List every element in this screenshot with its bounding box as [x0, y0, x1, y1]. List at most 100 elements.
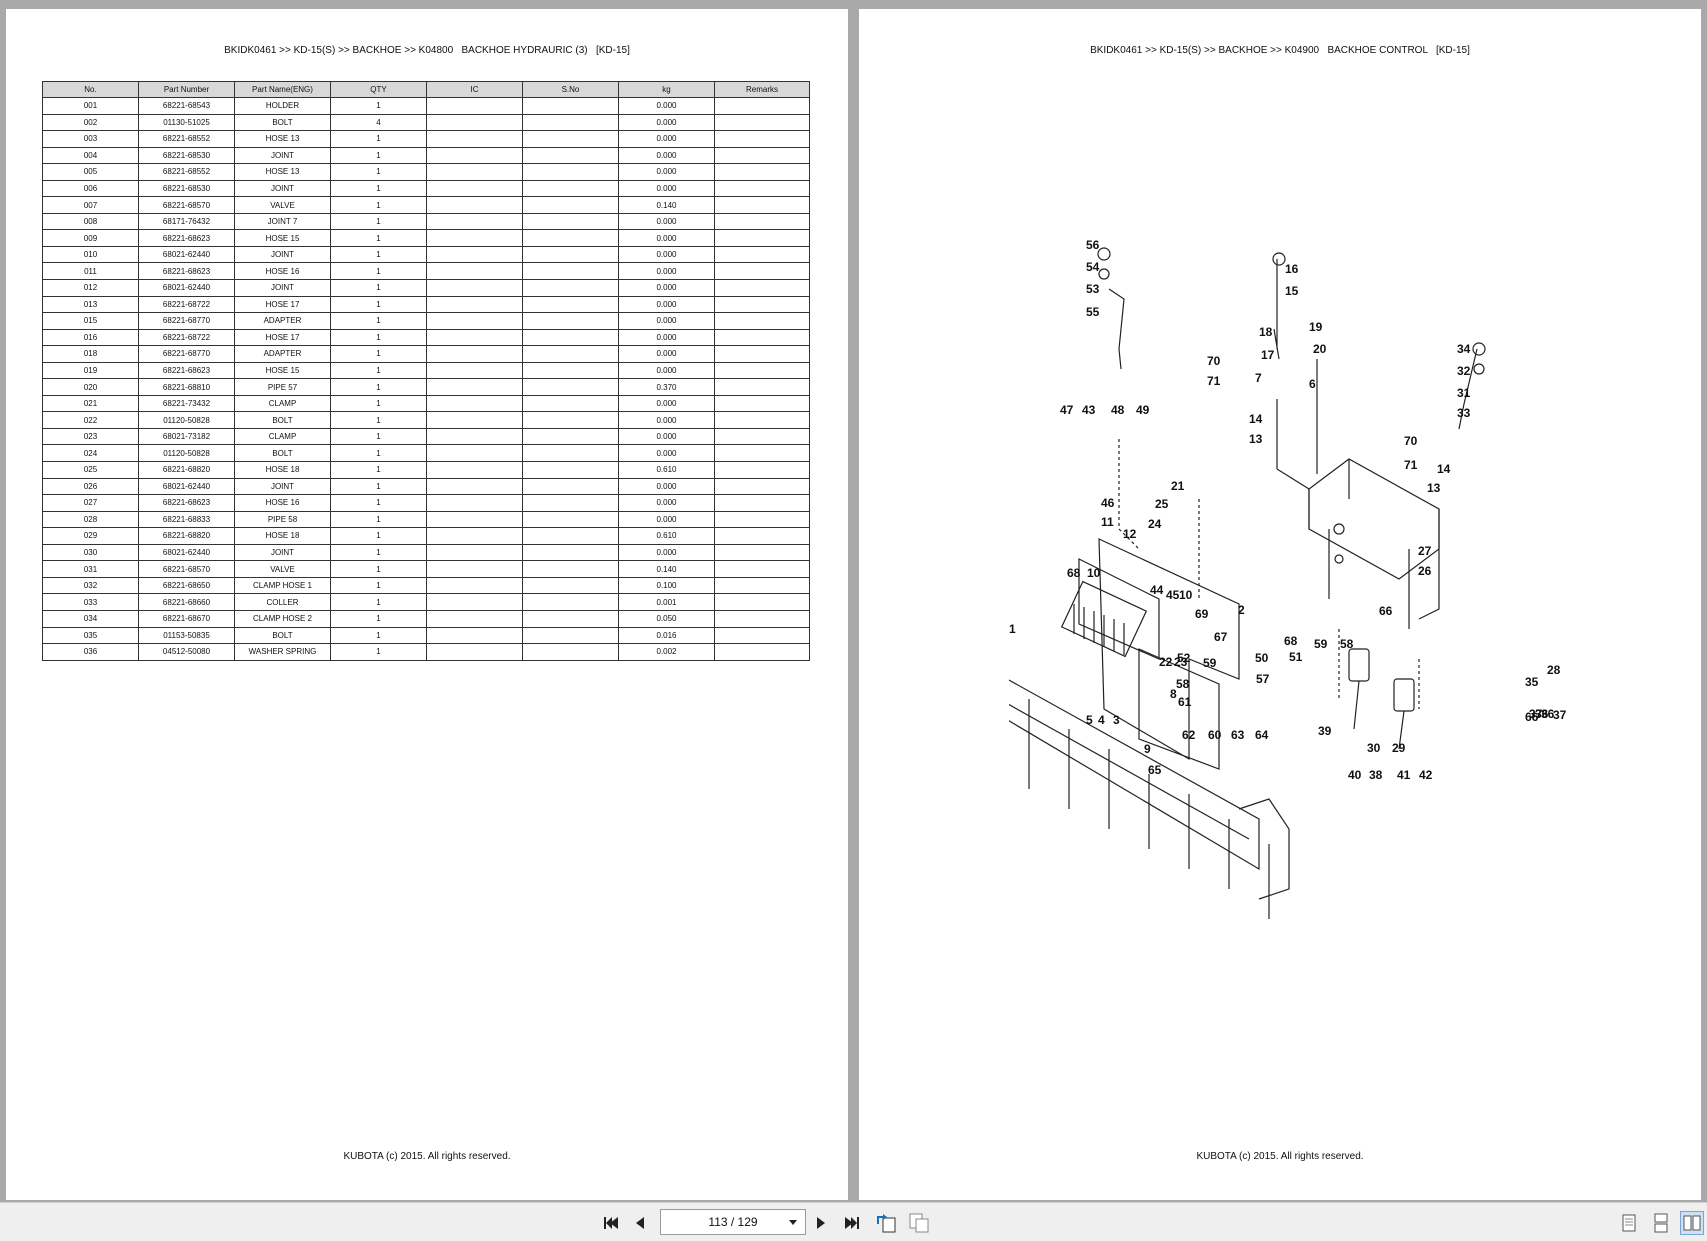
table-cell — [714, 113, 810, 132]
next-page-button[interactable] — [809, 1211, 833, 1235]
table-cell — [522, 576, 619, 595]
part-callout: 22 — [1159, 655, 1173, 669]
fit-page-button[interactable] — [907, 1211, 931, 1235]
table-cell: 1 — [330, 262, 427, 281]
table-cell: 033 — [42, 593, 139, 611]
table-cell — [426, 643, 523, 661]
viewer-toolbar: 113 / 129 — [0, 1202, 1707, 1241]
table-cell: CLAMP — [234, 427, 331, 446]
table-cell: 0.000 — [618, 295, 715, 314]
table-cell — [714, 477, 810, 496]
continuous-view-icon — [1654, 1213, 1668, 1233]
table-cell — [426, 279, 523, 297]
table-cell: 022 — [42, 411, 139, 429]
table-cell — [522, 262, 619, 281]
chevron-down-icon[interactable] — [789, 1220, 797, 1225]
last-page-button[interactable] — [840, 1211, 864, 1235]
part-callout: 41 — [1397, 768, 1411, 782]
table-cell: JOINT — [234, 146, 331, 165]
table-cell: 68021-62440 — [138, 477, 235, 496]
table-cell: 1 — [330, 229, 427, 247]
table-cell — [522, 444, 619, 463]
part-callout: 68 — [1284, 634, 1298, 648]
table-cell: HOSE 17 — [234, 328, 331, 347]
table-cell: 0.002 — [618, 643, 715, 661]
table-cell: 0.000 — [618, 444, 715, 463]
rotate-page-button[interactable] — [874, 1211, 898, 1235]
table-cell: 025 — [42, 461, 139, 479]
table-cell — [522, 477, 619, 496]
part-callout: 64 — [1255, 728, 1269, 742]
table-cell: 68021-62440 — [138, 279, 235, 297]
diagram-drawing — [1009, 247, 1486, 919]
page-number-field[interactable]: 113 / 129 — [660, 1209, 806, 1235]
table-cell — [522, 163, 619, 181]
table-cell — [426, 295, 523, 314]
table-cell — [714, 444, 810, 463]
table-cell: JOINT — [234, 245, 331, 264]
table-cell: 1 — [330, 361, 427, 380]
part-callout: 36 — [1535, 707, 1549, 721]
table-cell — [714, 361, 810, 380]
part-callout: 38 — [1369, 768, 1383, 782]
part-callout: 61 — [1178, 695, 1192, 709]
table-cell — [522, 196, 619, 214]
table-cell — [714, 312, 810, 330]
page-indicator: 113 / 129 — [708, 1215, 758, 1229]
table-cell: 0.000 — [618, 361, 715, 380]
table-cell: 006 — [42, 179, 139, 198]
part-callout: 7 — [1255, 371, 1262, 385]
table-cell: 0.000 — [618, 394, 715, 413]
table-cell — [714, 295, 810, 314]
table-cell: 68221-68670 — [138, 609, 235, 628]
table-cell: 68021-62440 — [138, 245, 235, 264]
table-cell — [426, 312, 523, 330]
table-cell — [426, 361, 523, 380]
table-cell — [426, 113, 523, 132]
two-page-view-button[interactable] — [1680, 1211, 1704, 1235]
table-cell — [426, 510, 523, 529]
part-callout: 46 — [1101, 496, 1115, 510]
part-callout: 45 — [1166, 588, 1180, 602]
table-cell: 68221-68660 — [138, 593, 235, 611]
column-header: QTY — [330, 81, 427, 98]
part-callout: 8 — [1170, 687, 1177, 701]
table-cell: PIPE 58 — [234, 510, 331, 529]
table-cell: 1 — [330, 510, 427, 529]
first-page-button[interactable] — [599, 1211, 623, 1235]
continuous-view-button[interactable] — [1649, 1211, 1673, 1235]
table-cell: 1 — [330, 560, 427, 578]
table-cell: CLAMP HOSE 1 — [234, 576, 331, 595]
table-cell: 68221-68623 — [138, 361, 235, 380]
part-callout: 48 — [1111, 403, 1125, 417]
table-cell — [426, 461, 523, 479]
part-callout: 12 — [1123, 527, 1137, 541]
part-callout: 51 — [1289, 650, 1303, 664]
table-cell: 68221-68623 — [138, 229, 235, 247]
table-cell: 4 — [330, 113, 427, 132]
table-cell: 0.000 — [618, 477, 715, 496]
page-breadcrumb: BKIDK0461 >> KD-15(S) >> BACKHOE >> K048… — [224, 45, 630, 56]
part-callout: 55 — [1086, 305, 1100, 319]
table-cell — [426, 527, 523, 545]
table-cell: 0.000 — [618, 494, 715, 512]
part-callout: 24 — [1148, 517, 1162, 531]
next-page-icon — [817, 1217, 825, 1229]
table-cell: 1 — [330, 394, 427, 413]
table-cell — [426, 494, 523, 512]
prev-page-button[interactable] — [628, 1211, 652, 1235]
single-page-view-button[interactable] — [1617, 1211, 1641, 1235]
table-cell: 029 — [42, 527, 139, 545]
first-page-icon — [604, 1217, 618, 1229]
table-cell: 68221-68543 — [138, 97, 235, 115]
table-cell — [426, 179, 523, 198]
part-callout: 18 — [1259, 325, 1273, 339]
part-callout: 6 — [1309, 377, 1316, 391]
part-callout: 36 — [1541, 707, 1555, 721]
